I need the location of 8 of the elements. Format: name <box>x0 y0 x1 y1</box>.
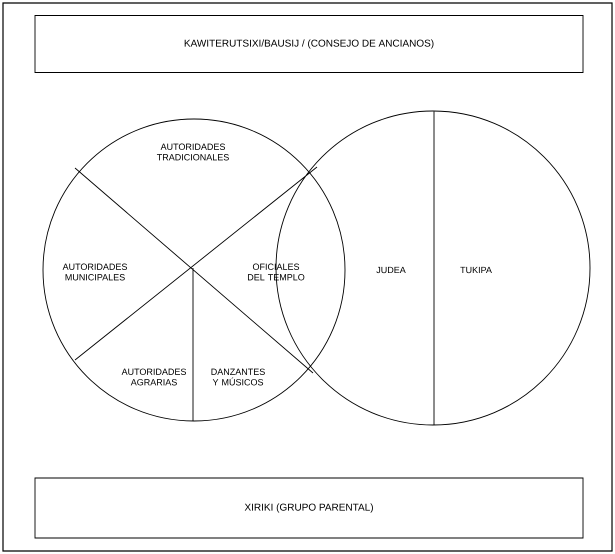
sector-label: AUTORIDADES AGRARIAS <box>122 368 186 386</box>
label-box: XIRIKI (GRUPO PARENTAL) <box>34 478 584 538</box>
sector-label: DANZANTES Y MÚSICOS <box>212 368 265 386</box>
sector-label: AUTORIDADES MUNICIPALES <box>62 264 128 280</box>
label-box: KAWITERUTSIXI/BAUSIJ / (CONSEJO DE ANCIANOS) <box>34 15 584 73</box>
sector-label: TUKIPA <box>460 266 492 274</box>
sector-label: JUDEA <box>376 266 406 274</box>
sector-label: AUTORIDADES TRADICIONALES <box>156 144 229 160</box>
